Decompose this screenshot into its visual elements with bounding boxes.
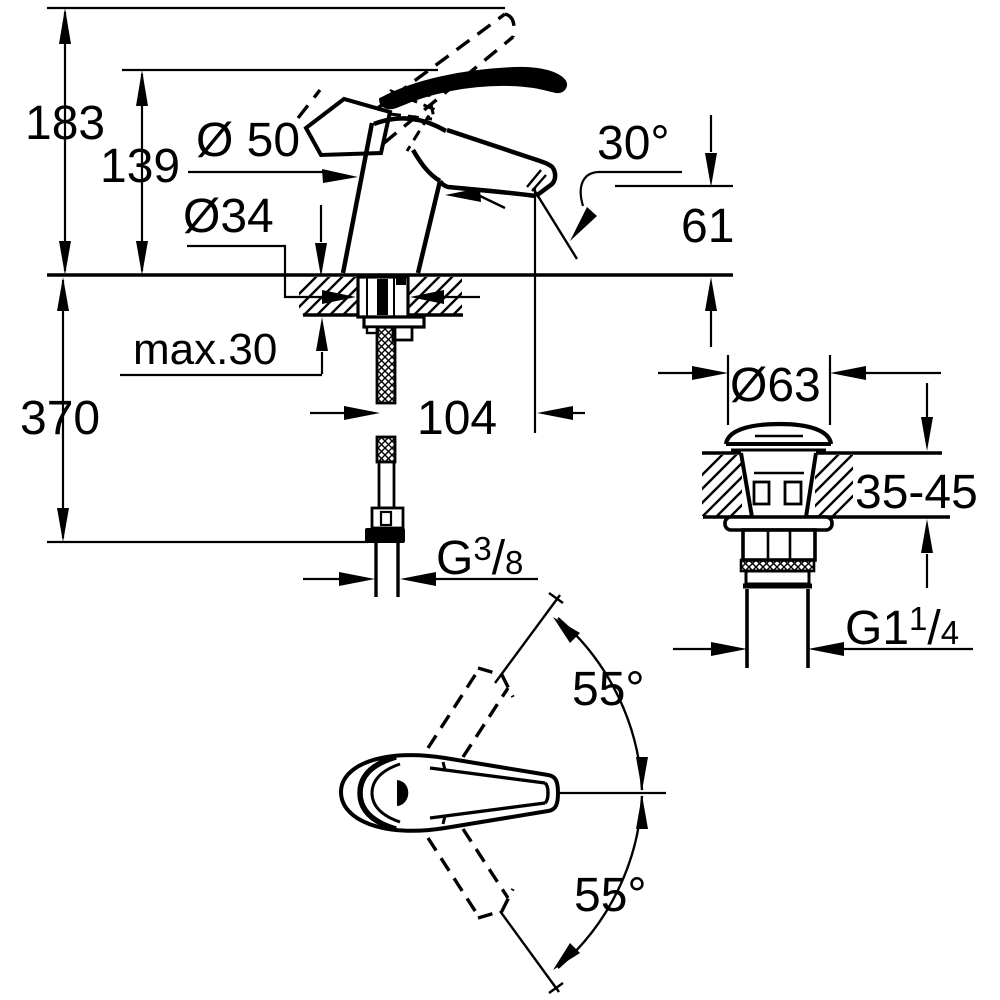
waste-cap <box>723 421 834 452</box>
angle-30-label: 30° <box>597 117 670 170</box>
thread-g114-label: G11/4 <box>845 602 959 653</box>
dim-104-label: 104 <box>417 392 498 445</box>
handle-lever <box>378 66 567 110</box>
thread-g38-numerator: 3 <box>473 530 492 567</box>
lever-top-details <box>357 754 550 832</box>
thread-g38-base: G <box>436 532 474 585</box>
dim-370 <box>57 277 69 542</box>
dim-139-label: 139 <box>100 140 181 193</box>
extension-lines <box>47 6 832 544</box>
popup-waste-view <box>658 366 973 668</box>
dim-dia63 <box>658 366 941 380</box>
faucet-front-view <box>296 12 567 597</box>
handle-rotation-view <box>338 592 666 994</box>
thread-g114-slash: / <box>927 602 941 655</box>
dim-35-45 <box>921 383 933 588</box>
thread-g114-denominator: 4 <box>940 614 960 651</box>
dim-183 <box>59 8 71 275</box>
dia-63-label: Ø63 <box>730 359 821 412</box>
thread-g114-base: G1 <box>845 602 910 655</box>
dim-55deg-top <box>494 592 648 791</box>
dim-61-label: 61 <box>681 200 735 253</box>
dim-max30 <box>120 205 328 377</box>
dim-139 <box>136 70 148 275</box>
aerator-arrow <box>445 188 506 210</box>
mounting-shank <box>356 275 426 342</box>
thread-g114-numerator: 1 <box>909 600 928 637</box>
dim-g114 <box>673 642 973 656</box>
dim-104 <box>310 406 585 420</box>
dim-dia34 <box>187 244 480 304</box>
thread-g38-label: G3/8 <box>436 532 523 583</box>
max-30-label: max.30 <box>133 325 278 374</box>
supply-hose <box>365 325 405 597</box>
dim-g38 <box>303 572 538 586</box>
waste-under-deck <box>723 515 834 668</box>
lever-top-outline <box>338 753 561 833</box>
dim-30deg <box>531 170 682 260</box>
lever-rotated-down-dashed <box>426 828 515 920</box>
faucet-body <box>340 116 558 274</box>
dim-dia50 <box>188 169 358 183</box>
dim-35-45-label: 35-45 <box>855 466 978 519</box>
dia-50-label: Ø 50 <box>196 114 301 167</box>
deck-hatching-waste <box>702 455 853 516</box>
angle-55-top-label: 55° <box>572 663 645 716</box>
waste-body <box>739 452 818 518</box>
dia-34-label: Ø34 <box>183 190 274 243</box>
dim-183-label: 183 <box>25 97 106 150</box>
dim-370-label: 370 <box>20 392 101 445</box>
dim-61 <box>705 115 717 347</box>
thread-g38-slash: / <box>491 532 506 585</box>
lever-rotated-up-dashed <box>426 666 515 758</box>
handle-knob <box>303 96 393 158</box>
thread-g38-denominator: 8 <box>505 544 524 581</box>
angle-55-bottom-label: 55° <box>574 869 647 922</box>
dim-55deg-bottom <box>499 795 648 994</box>
lever-pivot-dot <box>397 780 409 806</box>
